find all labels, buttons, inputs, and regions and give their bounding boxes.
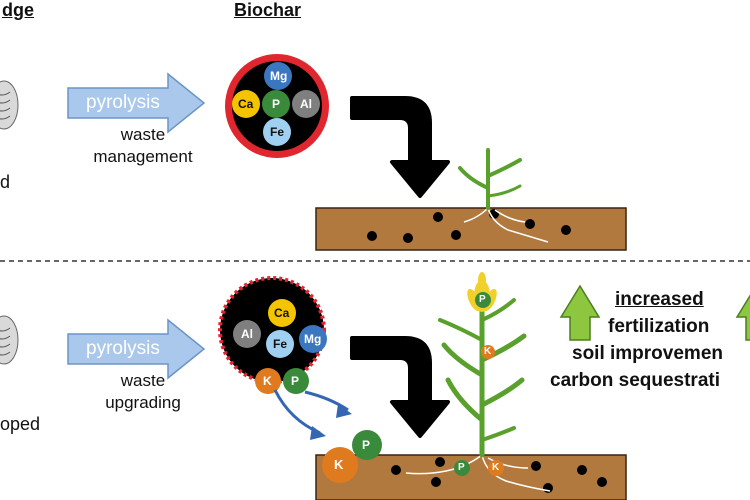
- pyrolysis-label-top: pyrolysis: [86, 92, 160, 113]
- benefit-carbon-sequestration: carbon sequestrati: [550, 370, 720, 391]
- biochar-particle-top: [225, 54, 329, 158]
- released-p-label: P: [362, 438, 371, 452]
- element-p-bottom: P: [291, 374, 300, 388]
- plant-k-marker: [481, 345, 495, 359]
- root-k-marker: [488, 460, 504, 476]
- release-arrow-p: [304, 390, 349, 412]
- release-arrow-k: [273, 389, 321, 435]
- root-p-marker: [454, 460, 470, 476]
- large-plant: [438, 297, 527, 458]
- plant-p-label: P: [479, 294, 486, 305]
- caption-top: waste management: [78, 124, 208, 168]
- left-label-bottom: oped: [0, 414, 41, 434]
- caption-bottom: waste upgrading: [78, 370, 208, 414]
- small-plant: [458, 148, 522, 210]
- pyrolysis-arrow-top: [67, 72, 206, 134]
- element-fe-bottom: Fe: [273, 337, 288, 351]
- pyrolysis-arrow-bottom: [67, 318, 206, 380]
- caption-top-line2: management: [93, 147, 193, 166]
- released-k: [322, 447, 358, 483]
- element-al-bottom: Al: [241, 327, 253, 341]
- released-p: [352, 430, 382, 460]
- benefit-increased: increased: [615, 289, 704, 310]
- element-mg-top: Mg: [270, 69, 288, 83]
- soil-top: [315, 207, 627, 251]
- root-p-label: P: [458, 462, 465, 473]
- column-header-sludge: dge: [2, 0, 35, 20]
- plant-k-label: K: [484, 346, 492, 357]
- element-k-bottom: K: [263, 374, 272, 388]
- pyrolysis-label-bottom: pyrolysis: [86, 338, 160, 359]
- sludge-image-bottom: [0, 315, 19, 365]
- column-header-biochar: Biochar: [234, 0, 302, 20]
- application-arrow-top: [350, 96, 450, 198]
- element-ca-bottom: Ca: [274, 306, 290, 320]
- plant-p-marker: [475, 292, 491, 308]
- element-fe-top: Fe: [270, 125, 285, 139]
- caption-bottom-line1: waste: [120, 371, 166, 390]
- element-p-top: P: [272, 97, 281, 111]
- caption-top-line1: waste: [120, 125, 166, 144]
- soil-bottom: [315, 454, 627, 500]
- application-arrow-bottom: [350, 336, 450, 438]
- sludge-image-top: [0, 80, 19, 130]
- element-ca-top: Ca: [238, 97, 254, 111]
- caption-bottom-line2: upgrading: [105, 393, 181, 412]
- increase-arrow-right: [735, 294, 750, 341]
- element-mg-bottom: Mg: [304, 332, 322, 346]
- benefit-soil-improvement: soil improvemen: [572, 343, 723, 364]
- increase-arrow-left: [559, 284, 601, 341]
- root-k-label: K: [492, 462, 500, 473]
- released-k-label: K: [334, 457, 344, 472]
- benefit-fertilization: fertilization: [608, 316, 710, 337]
- biochar-particle-bottom: [218, 276, 327, 394]
- left-label-top: d: [0, 172, 11, 192]
- element-al-top: Al: [300, 97, 312, 111]
